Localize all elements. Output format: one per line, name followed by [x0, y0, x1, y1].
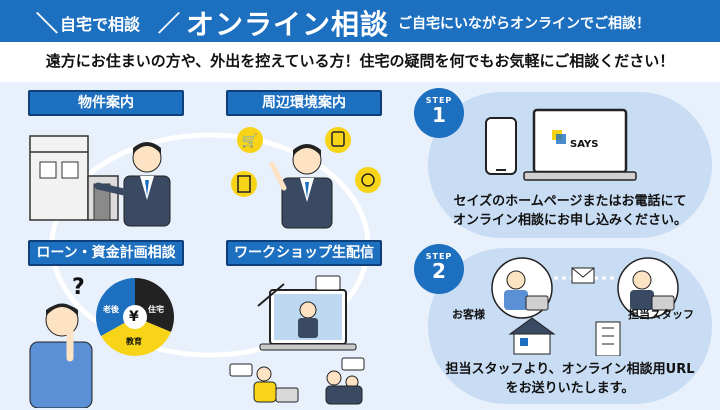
cart-icon: 🛒 [237, 127, 263, 153]
staff-label: 担当スタッフ [628, 308, 694, 321]
service-label-surroundings: 周辺環境案内 [226, 90, 382, 116]
slash-decoration: ＼ [36, 12, 59, 37]
customer-label: お客様 [452, 308, 485, 321]
office-building-icon [595, 321, 621, 356]
surroundings-illustration: 🛒 [231, 127, 381, 229]
building-icon [231, 171, 257, 197]
budget-pie-chart [96, 278, 174, 356]
staff-avatar-icon [617, 257, 679, 319]
header-tag: 自宅で相談 [60, 15, 141, 34]
svg-text:🛒: 🛒 [242, 133, 258, 149]
step2-communication-illustration [491, 257, 679, 356]
pie-segment-education: 教育 [126, 337, 142, 346]
viewer-people [253, 366, 363, 405]
guide-person [269, 144, 333, 229]
service-label-property: 物件案内 [28, 90, 184, 116]
laptop-icon [523, 108, 637, 181]
smartphone-icon [485, 117, 517, 175]
step2-badge: STEP 2 [414, 244, 464, 294]
pie-center-label: ¥ [129, 309, 139, 325]
service-label-loan: ローン・資金計画相談 [28, 240, 184, 266]
header-subtitle: ご自宅にいながらオンラインでご相談！ [398, 16, 650, 32]
laptop-brand-label: SAYS [570, 139, 599, 150]
loan-illustration: ? [29, 275, 93, 408]
pie-segment-housing: 住宅 [148, 305, 164, 314]
guide-person [94, 142, 171, 227]
chart-bubble-icon [315, 275, 341, 291]
train-icon [325, 127, 351, 153]
envelope-icon [571, 267, 595, 284]
main-panel: 物件案内 周辺環境案内 ローン・資金計画相談 ワークショップ生配信 🛒 [0, 82, 720, 410]
question-icon: ? [72, 275, 85, 300]
page-title: オンライン相談 [186, 8, 390, 41]
step2-text: 担当スタッフより、オンライン相談用URL をお送りいたします。 [445, 362, 695, 396]
thinking-person [29, 303, 93, 408]
chart-bubble-icon [341, 357, 365, 371]
intro-text: 遠方にお住まいの方や、外出を控えている方！住宅の疑問を何でもお気軽にご相談くださ… [45, 52, 675, 70]
step1-badge: STEP 1 [414, 88, 464, 138]
header-banner: ＼ 自宅で相談 ／ オンライン相談 ご自宅にいながらオンラインでご相談！ [0, 0, 720, 42]
customer-avatar-icon [491, 257, 553, 319]
dining-icon [355, 167, 381, 193]
property-tour-illustration [29, 135, 171, 227]
step1-text: セイズのホームページまたはお電話にて オンライン相談にお申し込みください。 [452, 194, 687, 228]
chart-bubble-icon [229, 363, 253, 377]
slash-decoration: ／ [158, 12, 181, 37]
pie-segment-retirement: 老後 [103, 305, 119, 314]
workshop-illustration [229, 275, 365, 405]
step1-devices-illustration [485, 108, 637, 181]
service-label-workshop: ワークショップ生配信 [226, 240, 382, 266]
house-icon [508, 317, 556, 355]
